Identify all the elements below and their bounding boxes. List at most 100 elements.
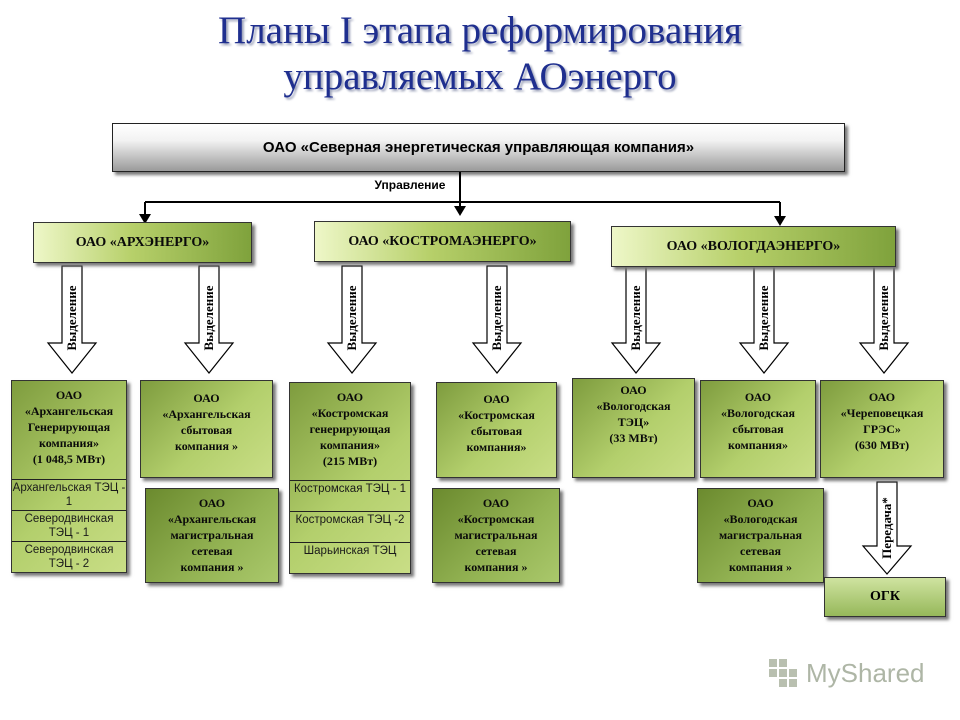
company-line: ОАО [193, 391, 220, 405]
company-line: компания» [320, 438, 380, 452]
plant-row: Северодвинская ТЭЦ - 2 [12, 541, 126, 572]
company-line: ОАО [620, 383, 647, 397]
plant-row: Северодвинская ТЭЦ - 1 [12, 510, 126, 541]
company-line: магистральная [718, 528, 803, 542]
company-line: «Костромская [457, 512, 535, 526]
company-line: магистральная [454, 528, 538, 542]
company-kostr-generating: ОАО «Костромская генерирующая компания» … [289, 382, 411, 574]
company-line: компания » [175, 439, 238, 453]
management-label: Управление [374, 178, 446, 192]
company-kostr-sales: ОАО «Костромская сбытовая компания» [436, 382, 557, 478]
company-line: «Архангельская [162, 407, 251, 421]
page-title: Планы I этапа реформирования управляемых… [0, 8, 960, 100]
company-line: «Череповецкая [840, 406, 924, 420]
company-line: сетевая [191, 544, 233, 558]
regional-label-vologdaenergo: ОАО «ВОЛОГДАЭНЕРГО» [666, 238, 841, 254]
company-line: ОАО [55, 388, 83, 402]
company-line: ОАО [482, 496, 510, 510]
plant-row: Костромская ТЭЦ -2 [290, 511, 410, 542]
company-arkh-sales: ОАО «Архангельская сбытовая компания » [140, 380, 273, 478]
arrowhead-left [139, 214, 151, 224]
company-line: (215 МВт) [322, 454, 378, 468]
transfer-arrow [861, 481, 913, 575]
spinoff-label-4: Выделение [489, 285, 504, 351]
spinoff-label-3: Выделение [344, 285, 359, 351]
company-line: сбытовая [180, 423, 233, 437]
company-line: компания » [729, 560, 792, 574]
spinoff-arrow-4 [471, 265, 523, 374]
company-vol-sales: ОАО «Вологодская сбытовая компания» [700, 380, 816, 478]
top-company-label: ОАО «Северная энергетическая управляющая… [262, 139, 695, 156]
company-line: ОАО [747, 496, 774, 510]
spinoff-label-1: Выделение [64, 285, 79, 351]
spinoff-arrow-7 [858, 265, 910, 374]
company-line: (1 048,5 МВт) [32, 452, 106, 466]
company-line: компания» [466, 440, 527, 454]
ogk-label: ОГК [870, 589, 900, 604]
company-vol-grid: ОАО «Вологодская магистральная сетевая к… [697, 488, 824, 583]
company-line: компания » [180, 560, 244, 574]
company-cher-gres: ОАО «Череповецкая ГРЭС» (630 МВт) [820, 380, 944, 478]
company-line: ОАО [868, 390, 896, 404]
spinoff-arrow-2 [183, 265, 235, 374]
regional-box-kostromaenergo: ОАО «КОСТРОМАЭНЕРГО» [314, 221, 571, 262]
company-line: компания» [728, 438, 788, 452]
company-line: ОАО [483, 392, 510, 406]
company-line: компания » [464, 560, 528, 574]
company-line: ОАО [744, 390, 772, 404]
company-line: ОАО [198, 496, 226, 510]
spinoff-label-2: Выделение [201, 285, 216, 351]
company-kostr-grid: ОАО «Костромская магистральная сетевая к… [432, 488, 560, 583]
spinoff-label-7: Выделение [876, 285, 891, 351]
regional-label-arkhenergo: ОАО «АРХЭНЕРГО» [75, 234, 210, 250]
company-line: «Вологодская [596, 399, 671, 413]
plant-list: Архангельская ТЭЦ - 1 Северодвинская ТЭЦ… [12, 479, 126, 572]
title-line-1: Планы I этапа реформирования [218, 9, 742, 52]
title-line-2: управляемых АОэнерго [283, 55, 677, 98]
top-company-box: ОАО «Северная энергетическая управляющая… [112, 123, 845, 172]
plant-row: Архангельская ТЭЦ - 1 [12, 479, 126, 510]
regional-box-arkhenergo: ОАО «АРХЭНЕРГО» [33, 222, 252, 263]
company-line: Генерирующая [27, 420, 111, 434]
company-line: сбытовая [732, 422, 784, 436]
company-line: (33 МВт) [609, 431, 658, 445]
company-line: «Вологодская [720, 406, 795, 420]
company-line: «Архангельская [167, 512, 257, 526]
spinoff-label-5: Выделение [628, 285, 643, 351]
plant-list: Костромская ТЭЦ - 1 Костромская ТЭЦ -2 Ш… [290, 480, 410, 573]
company-line: магистральная [170, 528, 254, 542]
company-arkh-generating: ОАО «Архангельская Генерирующая компания… [11, 380, 127, 573]
company-line: «Костромская [311, 406, 389, 420]
company-line: компания» [39, 436, 99, 450]
spinoff-arrow-5 [610, 265, 662, 374]
company-line: (630 МВт) [854, 438, 910, 452]
regional-label-kostromaenergo: ОАО «КОСТРОМАЭНЕРГО» [348, 233, 537, 249]
spinoff-arrow-6 [738, 265, 790, 374]
arrowhead-center [454, 206, 466, 216]
plant-row: Костромская ТЭЦ - 1 [290, 480, 410, 511]
watermark: MyShared [766, 655, 936, 691]
company-line: «Костромская [458, 408, 535, 422]
spinoff-label-6: Выделение [756, 285, 771, 351]
transfer-label: Передача* [879, 497, 894, 559]
company-line: сбытовая [470, 424, 523, 438]
ogk-box: ОГК [824, 577, 946, 617]
company-vol-tec: ОАО «Вологодская ТЭЦ» (33 МВт) [572, 378, 695, 478]
company-arkh-grid: ОАО «Архангельская магистральная сетевая… [145, 488, 279, 583]
arrowhead-right [774, 216, 786, 226]
company-line: ТЭЦ» [617, 415, 650, 429]
cube-logo-icon [769, 659, 797, 687]
company-line: сетевая [475, 544, 517, 558]
regional-box-vologdaenergo: ОАО «ВОЛОГДАЭНЕРГО» [611, 226, 896, 267]
plant-row: Шарьинская ТЭЦ [290, 542, 410, 573]
company-line: «Архангельская [24, 404, 114, 418]
company-line: сетевая [740, 544, 781, 558]
spinoff-arrow-3 [326, 265, 378, 374]
company-line: ОАО [336, 390, 364, 404]
watermark-text: MyShared [806, 657, 925, 688]
company-line: «Вологодская [723, 512, 798, 526]
spinoff-arrow-1 [46, 265, 98, 374]
company-line: ГРЭС» [863, 422, 901, 436]
company-line: генерирующая [309, 422, 391, 436]
